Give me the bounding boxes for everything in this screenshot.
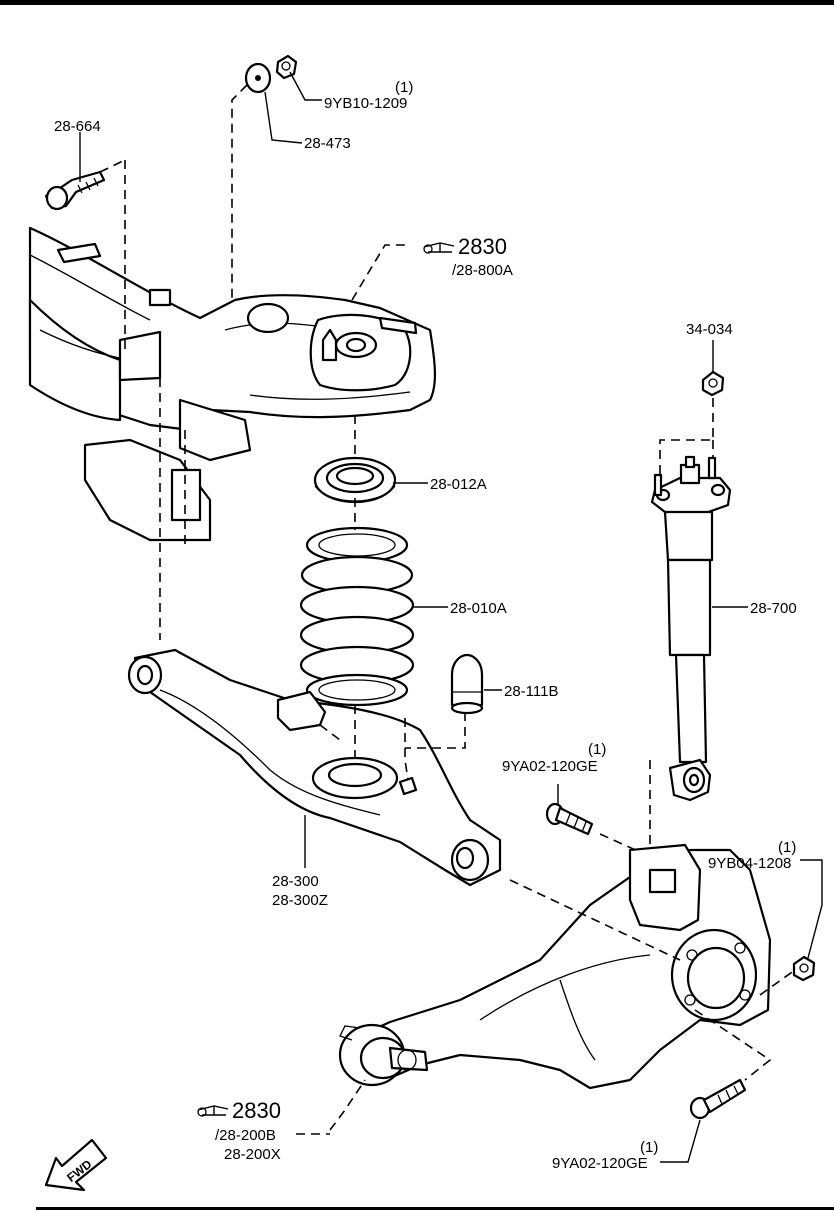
label-28-010a: 28-010A bbox=[450, 600, 507, 617]
label-9yb04-1208: 9YB04-1208 bbox=[708, 855, 791, 872]
label-9yb10-1209: 9YB10-1209 bbox=[324, 95, 407, 112]
shock-absorber bbox=[650, 455, 732, 802]
bolt-9ya02-upper bbox=[545, 802, 594, 836]
bolt-9ya02-lower bbox=[689, 1078, 747, 1120]
label-28-300: 28-300 bbox=[272, 873, 319, 890]
crossmember bbox=[28, 226, 437, 542]
label-34-034: 34-034 bbox=[686, 321, 733, 338]
label-28-111b: 28-111B bbox=[504, 683, 559, 700]
label-9ya02-120ge-upper: 9YA02-120GE bbox=[502, 758, 598, 775]
leader-lines bbox=[79, 71, 823, 1163]
nut-34-034 bbox=[701, 370, 725, 397]
label-28-800a: /28-800A bbox=[452, 262, 513, 279]
label-28-012a: 28-012A bbox=[430, 476, 487, 493]
spring-seat bbox=[313, 456, 397, 504]
label-28-300z: 28-300Z bbox=[272, 892, 328, 909]
label-28-473: 28-473 bbox=[304, 135, 351, 152]
nut-9yb10-1209 bbox=[275, 54, 298, 80]
top-border bbox=[0, 0, 834, 5]
label-28-200x: 28-200X bbox=[224, 1146, 281, 1163]
bump-stop bbox=[450, 653, 484, 715]
label-28-664: 28-664 bbox=[54, 118, 101, 135]
pointing-hand-icon bbox=[423, 242, 455, 254]
label-ref-bottom-2830: 2830 bbox=[232, 1098, 281, 1123]
lower-arm bbox=[127, 648, 502, 887]
bolt-28-664 bbox=[44, 170, 106, 211]
coil-spring bbox=[299, 526, 415, 707]
label-28-200b: /28-200B bbox=[215, 1127, 276, 1144]
label-9yb10-qty: (1) bbox=[395, 79, 413, 96]
fwd-arrow-icon: FWD bbox=[44, 1138, 108, 1192]
pointing-hand-icon bbox=[197, 1105, 229, 1117]
label-28-700: 28-700 bbox=[750, 600, 797, 617]
label-9ya02-lower-qty: (1) bbox=[640, 1139, 658, 1156]
label-9ya02-120ge-lower: 9YA02-120GE bbox=[552, 1155, 648, 1172]
label-ref-top-2830: 2830 bbox=[458, 234, 507, 259]
label-9ya02-upper-qty: (1) bbox=[588, 741, 606, 758]
bottom-border bbox=[36, 1207, 834, 1210]
label-9yb04-qty: (1) bbox=[778, 839, 796, 856]
assembly-lines bbox=[99, 84, 796, 1131]
knuckle-trailing-arm bbox=[338, 843, 772, 1090]
labels: 28-664 28-473 (1) 9YB10-1209 2830 /28-80… bbox=[54, 79, 797, 1172]
nut-9yb04-1208 bbox=[792, 955, 816, 982]
washer-28-473 bbox=[244, 62, 272, 94]
